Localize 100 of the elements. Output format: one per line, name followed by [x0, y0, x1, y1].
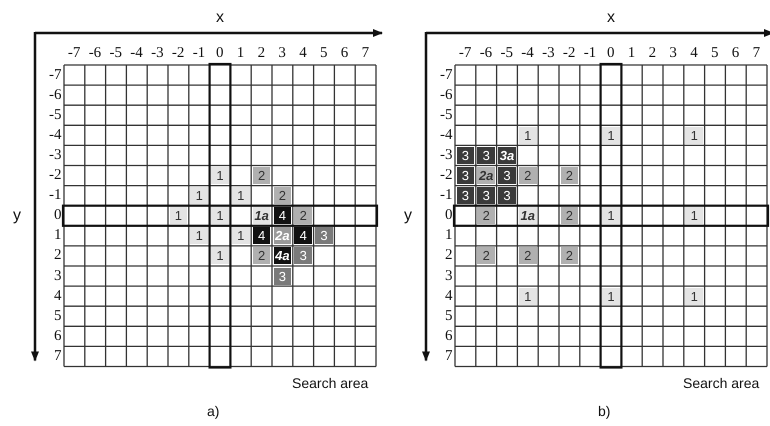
tick-label: 5 — [445, 308, 452, 324]
tick-label: -7 — [68, 46, 80, 60]
shaded-cell: 1 — [190, 187, 208, 204]
shaded-cell: 2 — [477, 247, 496, 264]
shaded-cell: 2 — [274, 187, 292, 204]
tick-label: -1 — [192, 46, 206, 60]
shaded-cell: 4a — [274, 247, 292, 264]
tick-label: -5 — [110, 46, 122, 60]
tick-label: -3 — [542, 46, 555, 60]
shaded-cell: 1 — [211, 247, 229, 264]
panel-label: b) — [598, 404, 610, 418]
tick-label: -1 — [49, 188, 62, 204]
tick-label: -6 — [49, 88, 62, 103]
tick-label: 2 — [54, 248, 62, 264]
shaded-cell: 3 — [477, 146, 496, 164]
tick-label: 3 — [669, 46, 677, 60]
shaded-cell: 1 — [602, 126, 620, 144]
shaded-cell: 2 — [252, 167, 270, 184]
tick-label: 1 — [236, 46, 244, 60]
axis-label: y — [404, 208, 412, 224]
tick-label: 1 — [445, 228, 452, 244]
tick-label: 4 — [54, 288, 62, 304]
tick-label: 0 — [445, 208, 452, 224]
tick-label: -4 — [130, 46, 143, 60]
shaded-cell: 1 — [211, 207, 229, 224]
shaded-cell: 1 — [685, 288, 704, 305]
shaded-cell: 2a — [274, 227, 292, 244]
shaded-cell: 1 — [602, 207, 620, 224]
tick-label: 6 — [340, 46, 348, 60]
shaded-cell: 1 — [685, 126, 704, 144]
tick-label: -4 — [440, 128, 452, 143]
tick-label: 6 — [54, 328, 62, 344]
shaded-cell: 1 — [170, 207, 188, 224]
tick-label: 5 — [711, 46, 718, 60]
shaded-cell: 1a — [518, 207, 537, 224]
tick-label: -5 — [49, 108, 62, 123]
shaded-cell: 2a — [477, 167, 496, 184]
tick-label: -7 — [49, 68, 62, 83]
tick-label: -7 — [440, 68, 452, 83]
tick-label: -7 — [458, 46, 472, 60]
shaded-cell: 1 — [602, 288, 620, 305]
tick-label: -1 — [584, 46, 596, 60]
shaded-cell: 2 — [252, 247, 270, 264]
tick-label: 2 — [445, 248, 452, 264]
tick-label: 7 — [752, 46, 760, 60]
tick-label: 7 — [362, 46, 370, 60]
shaded-cell: 1 — [518, 126, 537, 144]
tick-label: 5 — [320, 46, 328, 60]
tick-label: -5 — [440, 108, 452, 123]
shaded-cell: 4 — [252, 227, 270, 244]
tick-label: -4 — [49, 128, 62, 143]
tick-label: 6 — [732, 46, 740, 60]
shaded-cell: 2 — [518, 247, 537, 264]
axis-label: x — [607, 10, 615, 26]
tick-label: 2 — [258, 46, 266, 60]
grid-caption: Search area — [292, 376, 368, 390]
tick-label: 3 — [445, 268, 452, 284]
shaded-cell: 1a — [252, 207, 270, 224]
shaded-cell: 3 — [456, 146, 474, 164]
tick-label: 1 — [628, 46, 636, 60]
tick-label: 4 — [299, 46, 307, 60]
tick-label: -6 — [480, 46, 492, 60]
tick-label: 7 — [54, 348, 62, 364]
tick-label: 6 — [445, 328, 452, 344]
tick-label: 0 — [216, 46, 224, 60]
tick-label: -2 — [49, 168, 62, 184]
shaded-cell: 3 — [456, 187, 474, 204]
shaded-cell: 4 — [294, 227, 312, 244]
tick-label: 0 — [54, 208, 62, 224]
tick-label: 5 — [54, 308, 62, 324]
tick-label: -2 — [172, 46, 184, 60]
tick-label: -5 — [500, 46, 513, 60]
tick-label: 0 — [607, 46, 614, 60]
tick-label: -4 — [521, 46, 534, 60]
shaded-cell: 3 — [498, 187, 516, 204]
grid-caption: Search area — [683, 376, 760, 390]
tick-label: -2 — [440, 168, 452, 184]
shaded-cell: 2 — [518, 167, 537, 184]
shaded-cell: 3 — [477, 187, 496, 204]
shaded-cell: 3 — [498, 167, 516, 184]
tick-label: 7 — [445, 348, 452, 364]
tick-label: 4 — [445, 288, 452, 304]
shaded-cell: 3 — [456, 167, 474, 184]
shaded-cell: 2 — [560, 207, 578, 224]
tick-label: -2 — [562, 46, 576, 60]
shaded-cell: 1 — [211, 167, 229, 184]
tick-label: -6 — [88, 46, 102, 60]
shaded-cell: 1 — [518, 288, 537, 305]
panel-label: a) — [207, 404, 220, 418]
tick-label: -3 — [49, 148, 62, 163]
tick-label: 2 — [648, 46, 656, 60]
tick-label: -3 — [151, 46, 164, 60]
tick-label: -1 — [440, 188, 452, 204]
axis-label: x — [216, 10, 224, 26]
tick-label: 3 — [278, 46, 286, 60]
shaded-cell: 4 — [274, 207, 292, 224]
shaded-cell: 2 — [560, 167, 578, 184]
shaded-cell: 3 — [315, 227, 333, 244]
shaded-cell: 1 — [190, 227, 208, 244]
shaded-cell: 1 — [232, 187, 250, 204]
